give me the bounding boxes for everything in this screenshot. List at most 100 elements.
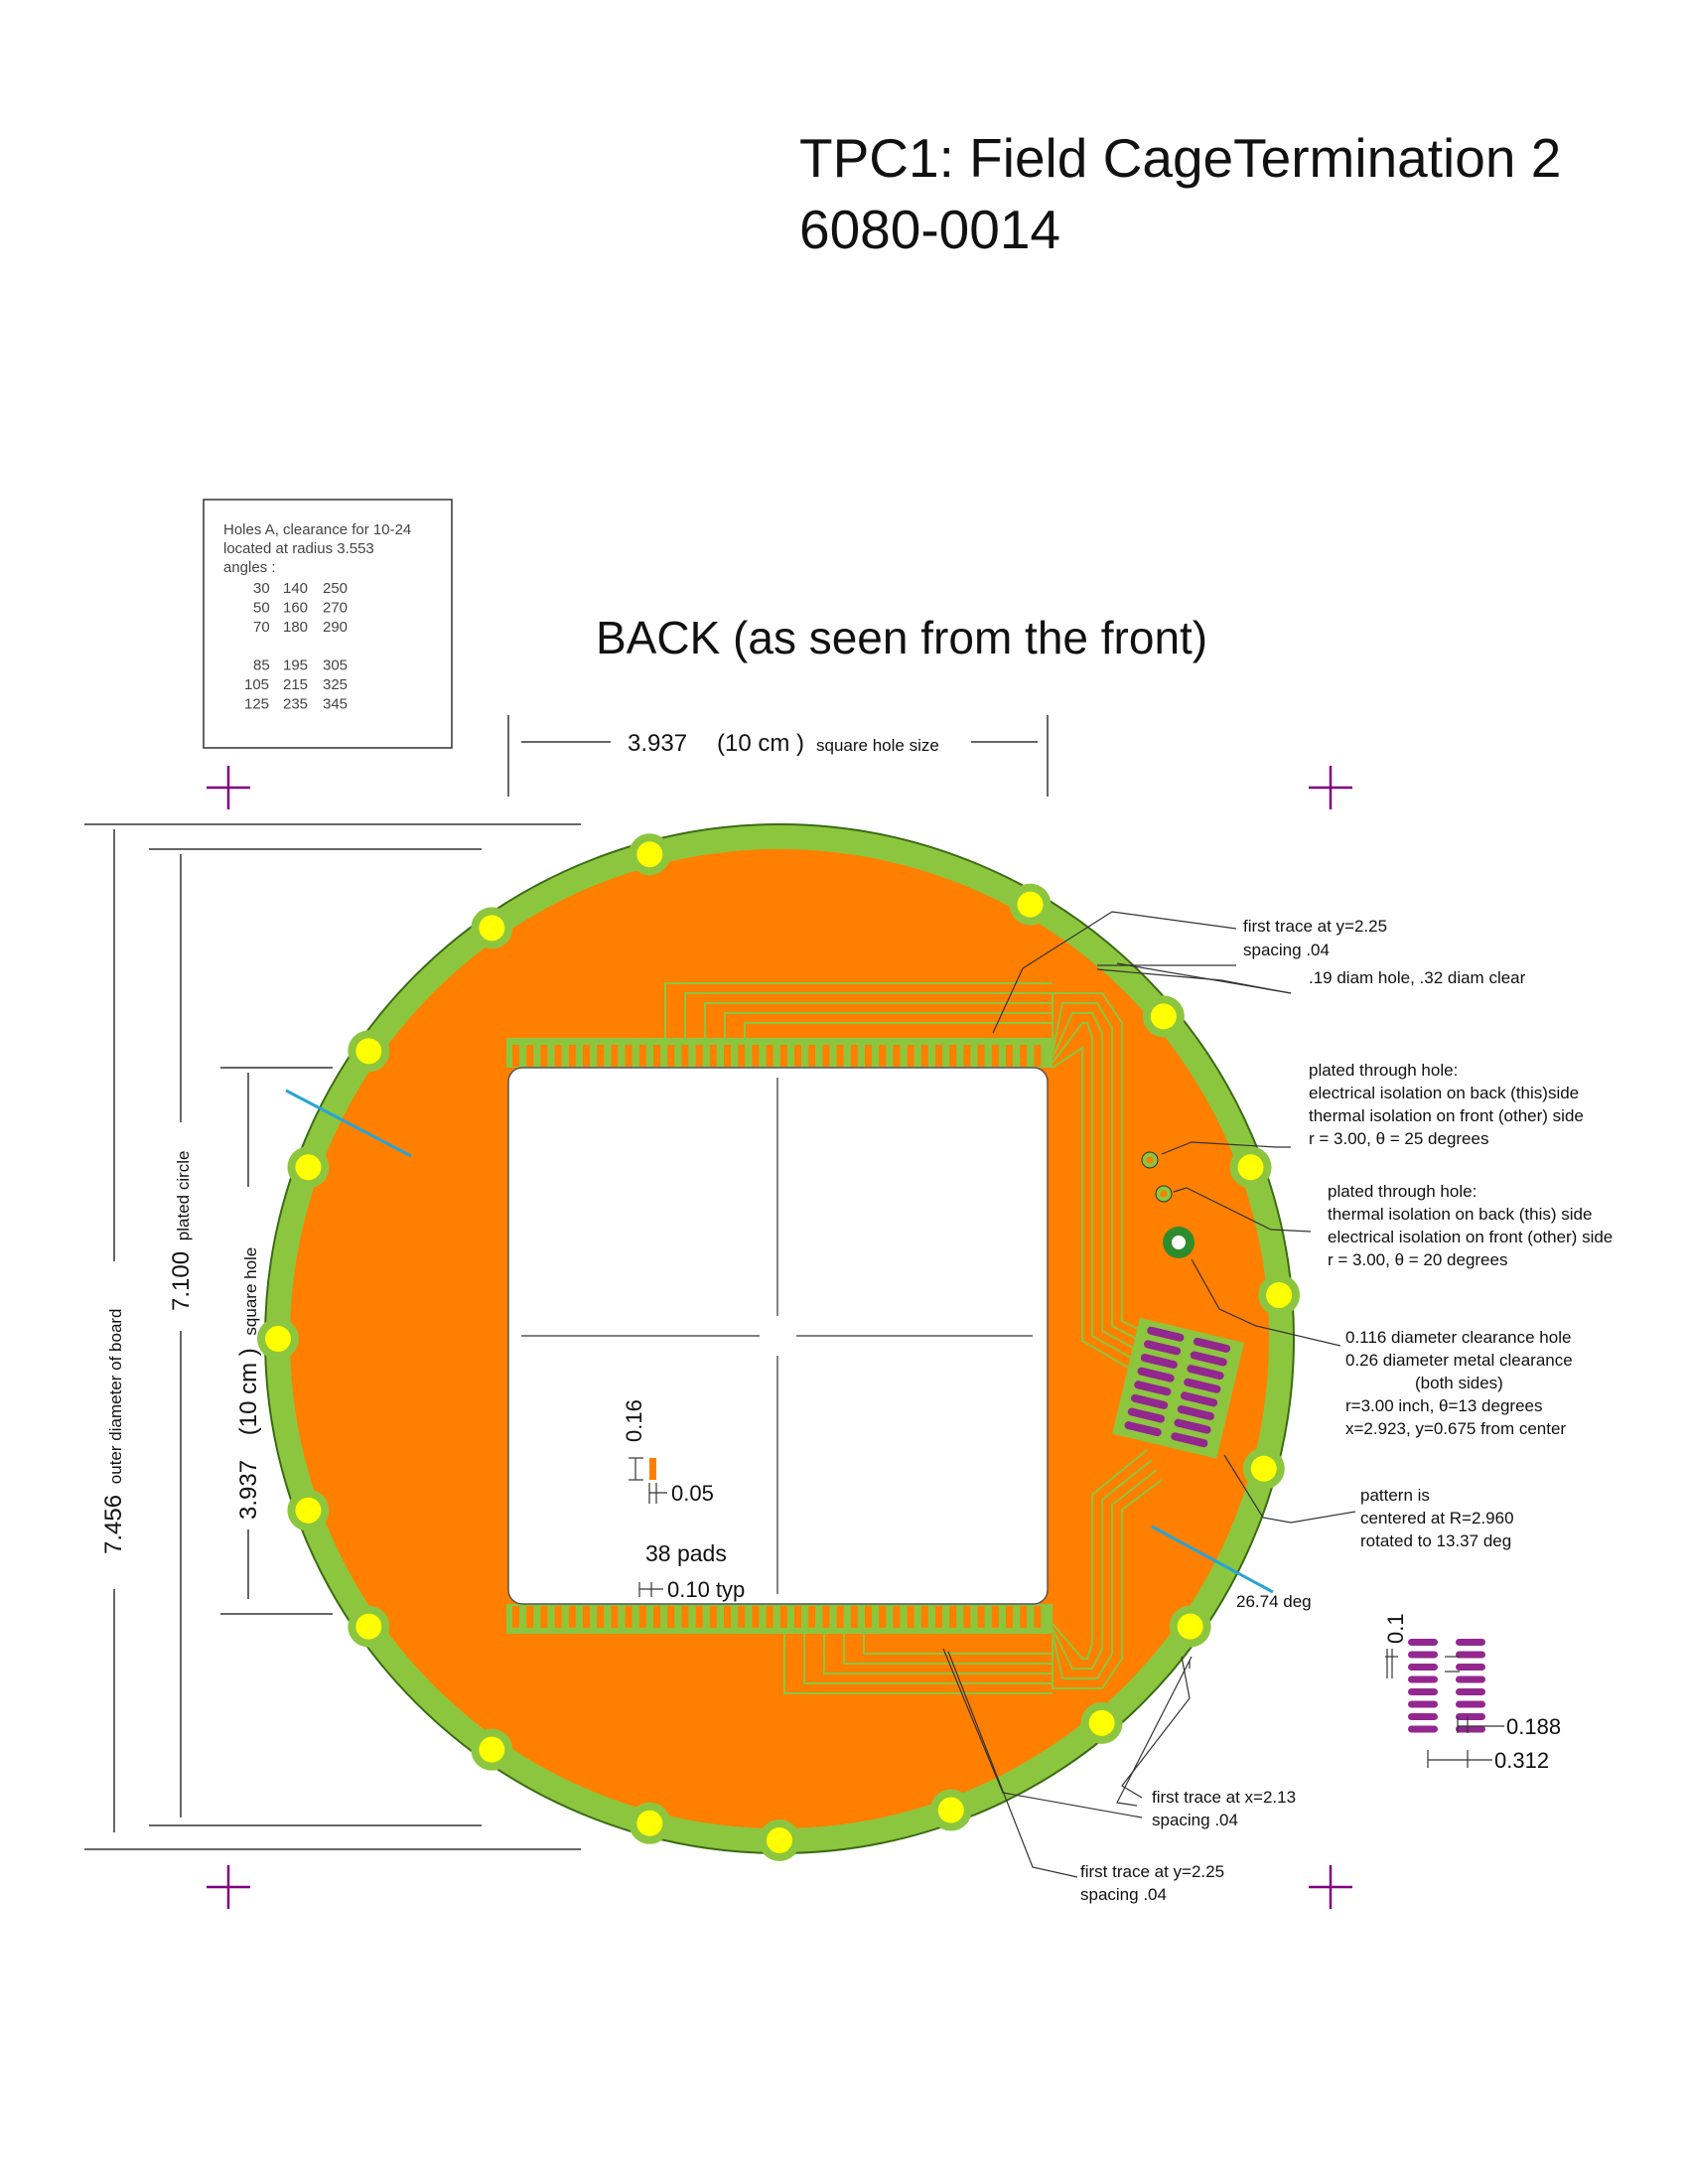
plated-through-hole-20 xyxy=(1155,1185,1173,1203)
pad xyxy=(681,1606,689,1628)
pad xyxy=(935,1045,942,1067)
pad xyxy=(554,1606,562,1628)
holes-table-cell: 270 xyxy=(323,600,348,617)
connector-column-spacing: 0.188 xyxy=(1506,1714,1561,1739)
angle-line-left xyxy=(285,1089,412,1158)
pad xyxy=(779,1045,787,1067)
svg-text:plated through hole:: plated through hole: xyxy=(1328,1182,1477,1201)
connector-pad xyxy=(1143,1340,1182,1356)
connector-pad xyxy=(1140,1354,1178,1369)
square-hole-label: 3.937 (10 cm ) square hole xyxy=(235,1247,262,1520)
pad xyxy=(879,1606,887,1628)
connector-detail: 0.1 0.188 0.312 xyxy=(1383,1613,1561,1773)
pad xyxy=(808,1606,816,1628)
connector-pad xyxy=(1190,1351,1227,1367)
pad xyxy=(638,1045,646,1067)
mounting-holes xyxy=(257,833,1301,1861)
pad xyxy=(865,1606,872,1628)
pad xyxy=(1034,1606,1042,1628)
plated-through-hole-25 xyxy=(1141,1151,1159,1169)
pad xyxy=(709,1606,717,1628)
pad xyxy=(512,1045,519,1067)
holes-table-cell: 140 xyxy=(283,580,308,597)
top-width-value: 3.937 xyxy=(628,730,687,757)
annotation-pth-20: plated through hole: thermal isolation o… xyxy=(1328,1182,1613,1269)
pad xyxy=(568,1045,576,1067)
mounting-hole xyxy=(355,1038,382,1065)
annotation-diam-hole: .19 diam hole, .32 diam clear xyxy=(1309,968,1526,987)
pad xyxy=(738,1606,746,1628)
holes-table-cell: 85 xyxy=(253,657,270,674)
holes-table-cell: 290 xyxy=(323,619,348,636)
svg-text:electrical isolation on back (: electrical isolation on back (this)side xyxy=(1309,1084,1579,1102)
holes-table-cell: 160 xyxy=(283,600,308,617)
mounting-hole xyxy=(937,1797,964,1823)
square-hole-desc: square hole xyxy=(241,1247,260,1336)
pad xyxy=(836,1045,844,1067)
pad xyxy=(738,1045,746,1067)
connector-detail-pad xyxy=(1408,1651,1438,1659)
pad xyxy=(695,1045,703,1067)
pad xyxy=(752,1045,760,1067)
svg-text:r=3.00 inch, θ=13 degrees: r=3.00 inch, θ=13 degrees xyxy=(1345,1396,1542,1415)
crosshair-bottom-left xyxy=(207,1865,250,1909)
annotation-clearance-hole: 0.116 diameter clearance hole 0.26 diame… xyxy=(1345,1328,1573,1438)
pad xyxy=(920,1045,928,1067)
connector-pads xyxy=(1124,1326,1231,1448)
connector-detail-pad xyxy=(1456,1713,1485,1720)
annotation-pth-25: plated through hole: electrical isolatio… xyxy=(1309,1061,1584,1148)
pad xyxy=(681,1045,689,1067)
pad xyxy=(611,1045,619,1067)
connector-pitch: 0.1 xyxy=(1383,1613,1408,1644)
title-block: TPC1: Field CageTermination 2 6080-0014 xyxy=(799,127,1561,260)
pad xyxy=(977,1606,985,1628)
trace-bundle xyxy=(664,982,1222,1694)
connector-detail-pad xyxy=(1408,1700,1438,1708)
view-title: BACK (as seen from the front) xyxy=(596,612,1207,663)
connector-pad xyxy=(1177,1405,1214,1420)
holes-table-cell: 30 xyxy=(253,580,270,597)
pad xyxy=(512,1606,519,1628)
connector-detail-pad xyxy=(1408,1725,1438,1733)
pad xyxy=(568,1606,576,1628)
connector-detail-pad xyxy=(1408,1664,1438,1671)
svg-text:0.116 diameter clearance hole: 0.116 diameter clearance hole xyxy=(1345,1328,1571,1347)
svg-text:0.26 diameter metal clearance: 0.26 diameter metal clearance xyxy=(1345,1351,1573,1370)
pad xyxy=(893,1045,901,1067)
annotation-trace-x: first trace at x=2.13 spacing .04 xyxy=(1152,1788,1296,1829)
svg-text:plated through hole:: plated through hole: xyxy=(1309,1061,1458,1080)
square-hole-value: 3.937 xyxy=(235,1460,262,1520)
connector-pad xyxy=(1124,1421,1162,1437)
pad xyxy=(850,1606,858,1628)
holes-table-header-1: Holes A, clearance for 10-24 xyxy=(223,521,411,538)
left-dimensions xyxy=(84,823,581,1850)
pad xyxy=(808,1045,816,1067)
svg-text:electrical isolation on front: electrical isolation on front (other) si… xyxy=(1328,1228,1613,1246)
connector-detail-pad xyxy=(1456,1700,1485,1708)
plated-circle-label: 7.100 plated circle xyxy=(168,1150,195,1311)
mounting-hole xyxy=(479,915,505,942)
connector-pad xyxy=(1180,1391,1218,1407)
pad xyxy=(653,1045,660,1067)
annotation-pattern: pattern is centered at R=2.960 rotated t… xyxy=(1360,1486,1514,1550)
pad xyxy=(1006,1606,1013,1628)
holes-table-cell: 215 xyxy=(283,676,308,693)
top-width-desc: square hole size xyxy=(816,736,939,755)
connector-detail-pad xyxy=(1456,1688,1485,1695)
pad xyxy=(526,1606,534,1628)
connector-pad xyxy=(1193,1337,1231,1353)
svg-text:spacing .04: spacing .04 xyxy=(1152,1811,1238,1829)
mounting-hole xyxy=(355,1613,382,1640)
pad xyxy=(667,1045,675,1067)
connector-detail-pad xyxy=(1408,1675,1438,1683)
pad xyxy=(597,1045,605,1067)
pad xyxy=(850,1045,858,1067)
pad xyxy=(1020,1606,1028,1628)
connector-pad xyxy=(1134,1381,1172,1396)
mounting-hole xyxy=(1250,1455,1277,1482)
pad xyxy=(977,1045,985,1067)
holes-table-cell: 125 xyxy=(244,696,269,713)
svg-text:first trace at x=2.13: first trace at x=2.13 xyxy=(1152,1788,1296,1807)
crosshair-bottom-right xyxy=(1309,1865,1352,1909)
pad xyxy=(583,1045,590,1067)
